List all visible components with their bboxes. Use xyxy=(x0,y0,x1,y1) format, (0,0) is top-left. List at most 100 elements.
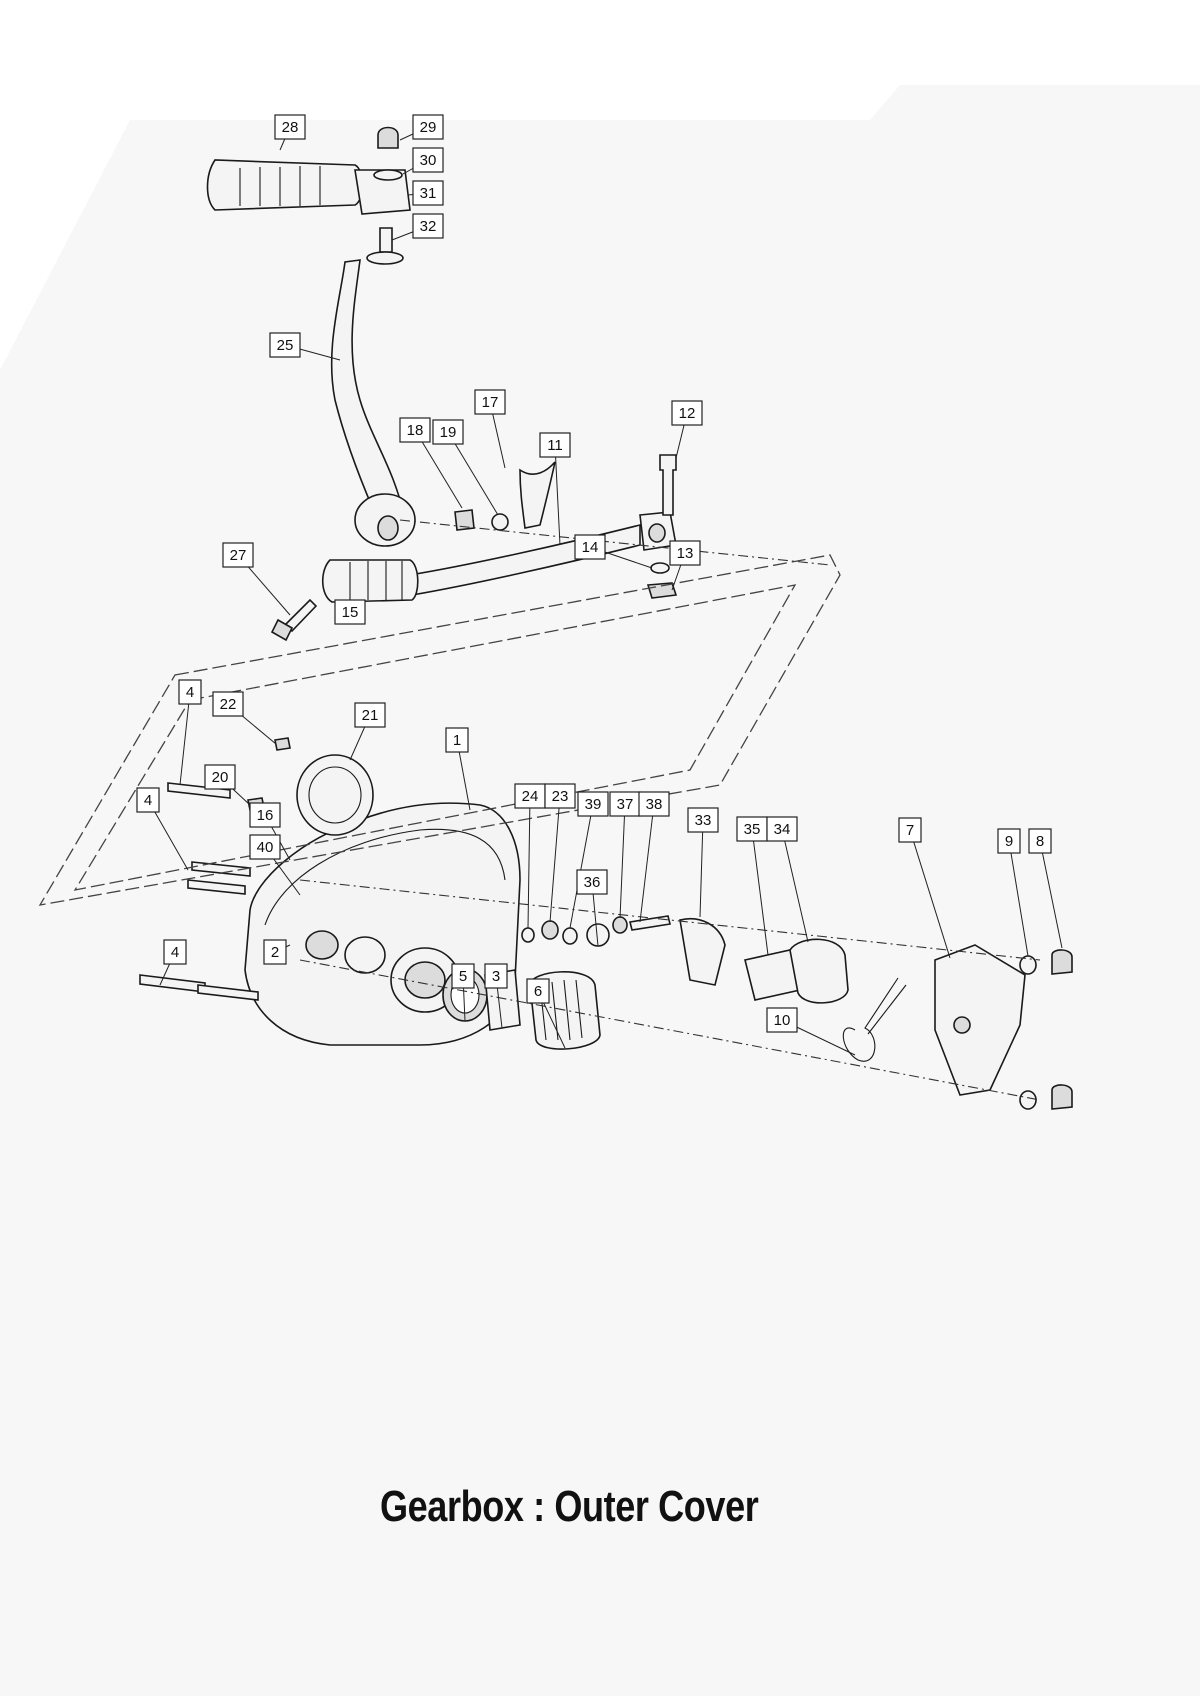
callout-number: 2 xyxy=(271,944,279,961)
callout-16: 16 xyxy=(249,802,291,861)
callout-number: 28 xyxy=(282,119,299,136)
callout-number: 32 xyxy=(420,218,437,235)
callout-box xyxy=(269,332,301,358)
callout-number: 34 xyxy=(774,821,791,838)
callout-box xyxy=(249,834,281,860)
callout-number: 11 xyxy=(547,437,563,454)
callout-leader xyxy=(909,829,951,959)
callout-box xyxy=(669,540,701,566)
callout-number: 24 xyxy=(522,788,539,805)
callout-leader xyxy=(527,795,531,929)
bolt-8-lower xyxy=(1051,1084,1073,1110)
callout-18: 18 xyxy=(399,417,463,509)
callout-number: 37 xyxy=(617,796,634,813)
callout-39: 39 xyxy=(569,791,609,929)
callout-35: 35 xyxy=(736,816,769,956)
callout-number: 4 xyxy=(144,792,152,809)
callout-number: 8 xyxy=(1036,833,1044,850)
callout-3: 3 xyxy=(484,963,508,1029)
callout-leader xyxy=(699,819,704,918)
callout-5: 5 xyxy=(451,963,475,1022)
callout-36: 36 xyxy=(576,869,608,947)
screw-4-mid-b xyxy=(187,879,246,895)
callout-number: 9 xyxy=(1005,833,1013,850)
pedal-rubber xyxy=(321,559,419,603)
callout-17: 17 xyxy=(474,389,506,469)
callout-box xyxy=(474,389,506,415)
callout-number: 18 xyxy=(407,422,424,439)
callout-leader xyxy=(447,431,499,516)
callout-box xyxy=(526,978,550,1004)
callout-number: 5 xyxy=(459,968,467,985)
washer-24 xyxy=(521,927,535,943)
callout-number: 36 xyxy=(584,874,601,891)
callout-27: 27 xyxy=(222,542,291,616)
stud-32 xyxy=(379,227,393,253)
callout-box xyxy=(249,802,281,828)
callout-box xyxy=(263,939,287,965)
callout-37: 37 xyxy=(609,791,641,919)
callout-leader xyxy=(414,429,463,509)
callout-box xyxy=(354,702,386,728)
callout-box xyxy=(451,963,475,989)
callout-number: 14 xyxy=(582,539,599,556)
inspection-cap xyxy=(296,754,374,836)
callout-box xyxy=(574,534,606,560)
callout-box xyxy=(412,213,444,239)
callout-leader xyxy=(569,803,594,929)
callout-number: 15 xyxy=(342,604,359,621)
callout-14: 14 xyxy=(574,534,653,569)
cover-plate-7 xyxy=(934,944,1026,1096)
spring-clip-10 xyxy=(842,977,907,1062)
callout-box xyxy=(412,180,444,206)
callout-number: 29 xyxy=(420,119,437,136)
washer-14 xyxy=(650,562,670,574)
callout-leader xyxy=(1008,840,1029,957)
callout-leader xyxy=(781,828,809,943)
callout-number: 35 xyxy=(744,821,761,838)
callout-2: 2 xyxy=(263,939,291,965)
callout-25: 25 xyxy=(269,332,341,361)
callout-number: 3 xyxy=(492,968,500,985)
callout-number: 31 xyxy=(420,185,437,202)
callout-4: 4 xyxy=(178,679,202,786)
callout-40: 40 xyxy=(249,834,301,896)
callout-number: 6 xyxy=(534,983,542,1000)
callout-22: 22 xyxy=(212,691,277,745)
pawl-17 xyxy=(519,461,556,529)
gasket-frame-inner xyxy=(73,584,797,891)
callout-number: 30 xyxy=(420,152,437,169)
callout-box xyxy=(412,114,444,140)
callout-1: 1 xyxy=(445,727,471,811)
callout-23: 23 xyxy=(544,783,576,923)
callout-4: 4 xyxy=(159,939,187,986)
callout-box xyxy=(274,114,306,140)
callout-box xyxy=(997,828,1021,854)
dome-nut xyxy=(377,126,399,149)
callout-12: 12 xyxy=(671,400,703,459)
callout-box xyxy=(399,417,431,443)
callout-29: 29 xyxy=(399,114,444,141)
washer-30 xyxy=(373,169,403,181)
washer-9 xyxy=(1019,955,1037,975)
callout-number: 1 xyxy=(453,732,461,749)
callout-38: 38 xyxy=(638,791,670,923)
callout-number: 25 xyxy=(277,337,294,354)
outer-cover-assembly xyxy=(139,737,1073,1110)
callout-number: 17 xyxy=(482,394,499,411)
kickstart-assembly xyxy=(206,126,831,642)
bolt-12 xyxy=(659,454,677,516)
screw-4-low-b xyxy=(197,984,259,1001)
callout-21: 21 xyxy=(349,702,386,761)
washer-9-lower xyxy=(1019,1090,1037,1110)
callout-30: 30 xyxy=(402,147,444,175)
washer-39 xyxy=(562,927,578,945)
callout-number: 22 xyxy=(220,696,237,713)
callout-box xyxy=(484,963,508,989)
callout-box xyxy=(212,691,244,717)
callout-20: 20 xyxy=(204,764,251,806)
callout-box xyxy=(577,791,609,817)
callout-leader xyxy=(751,828,769,956)
callout-box xyxy=(766,1007,798,1033)
